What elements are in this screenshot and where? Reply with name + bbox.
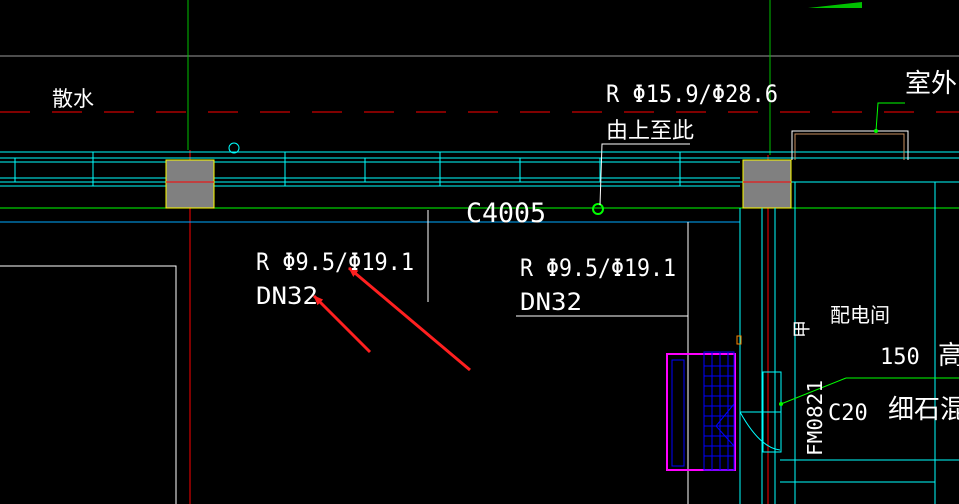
annotation-arrow-2 — [312, 294, 372, 354]
outdoor-platform-inner — [794, 133, 905, 160]
label-door-code: FM0821 — [803, 380, 827, 456]
label-concrete-grade: C20 — [828, 401, 868, 426]
north-flag — [808, 2, 862, 8]
label-pipe-right-dn: DN32 — [520, 288, 582, 316]
label-pipe-right-spec: R Φ9.5/Φ19.1 — [520, 254, 676, 282]
label-pipe-left-dn: DN32 — [256, 282, 318, 310]
column-left — [165, 159, 215, 209]
drain-symbol — [228, 142, 240, 154]
indoor-unit[interactable] — [666, 351, 736, 471]
leader-outdoor — [875, 102, 905, 132]
room-outline-left — [0, 265, 177, 504]
label-room-name: 配电间 — [830, 303, 890, 327]
label-concrete-text: 细石混 — [888, 395, 959, 425]
label-room-mark: 甲 — [792, 320, 813, 338]
door-swing-arc[interactable] — [739, 411, 781, 451]
label-pipe-top-note: 由上至此 — [606, 119, 694, 144]
label-window-code: C4005 — [466, 198, 546, 229]
leader-outdoor-dot — [874, 129, 878, 133]
label-height-value: 150 — [880, 345, 920, 370]
wall-band — [0, 151, 959, 187]
outdoor-platform — [791, 130, 909, 160]
door-leader-dot — [779, 402, 783, 406]
column-right — [742, 159, 792, 209]
leader-top-pipe — [599, 143, 690, 206]
label-outdoor: 室外 — [905, 69, 957, 99]
door-leader — [780, 377, 847, 405]
label-pipe-left-spec: R Φ9.5/Φ19.1 — [256, 248, 414, 276]
label-sanshui: 散水 — [52, 87, 94, 111]
right-wall-lines — [739, 181, 959, 504]
pipe-marker — [736, 335, 742, 345]
pipe-riser-symbol[interactable] — [592, 203, 604, 215]
label-height-text: 高 — [938, 341, 959, 371]
label-pipe-top-spec: R Φ15.9/Φ28.6 — [606, 80, 778, 108]
annotation-arrow-1 — [348, 266, 471, 372]
